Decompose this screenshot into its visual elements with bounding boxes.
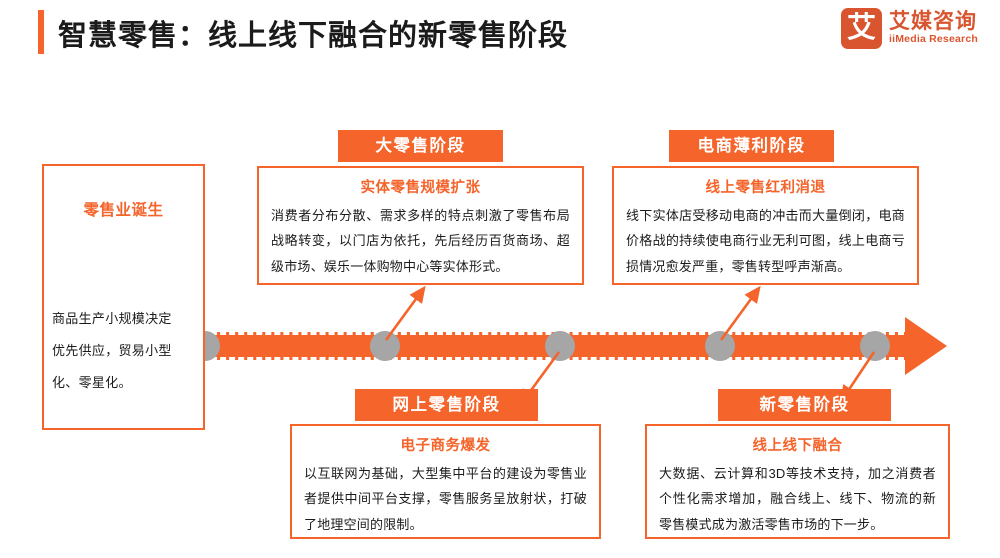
timeline-node-2: [370, 331, 400, 361]
stage-card-online-retail: 电子商务爆发 以互联网为基础，大型集中平台的建设为零售业者提供中间平台支撑，零售…: [290, 424, 601, 539]
logo-text: 艾媒咨询 iiMedia Research: [889, 9, 978, 47]
origin-body-line: 优先供应，贸易小型: [52, 342, 172, 358]
stage-subtitle-big-retail: 实体零售规模扩张: [360, 180, 481, 196]
connector-node4-to-thin-profit: [719, 285, 761, 341]
origin-body-line: 化、零星化。: [52, 374, 132, 390]
page-title: 智慧零售：线上线下融合的新零售阶段: [58, 20, 569, 52]
stage-subtitle-new-retail: 线上线下融合: [752, 438, 843, 454]
title-accent-bar: [38, 10, 44, 54]
origin-body-line: 商品生产小规模决定: [52, 311, 172, 326]
stage-header-big-retail[interactable]: 大零售阶段: [338, 130, 503, 162]
stage-text-online-retail: 以互联网为基础，大型集中平台的建设为零售业者提供中间平台支撑，零售服务呈放射状，…: [304, 466, 587, 532]
timeline-node-3: [545, 331, 575, 361]
stage-card-thin-profit: 线上零售红利消退 线下实体店受移动电商的冲击而大量倒闭，电商价格战的持续使电商行…: [612, 166, 919, 285]
timeline-node-4: [705, 331, 735, 361]
origin-card: [42, 164, 205, 430]
stage-header-online-retail[interactable]: 网上零售阶段: [355, 389, 538, 421]
stage-text-new-retail: 大数据、云计算和3D等技术支持，加之消费者个性化需求增加，融合线上、线下、物流的…: [659, 466, 936, 532]
timeline-arrow-head-icon: [905, 317, 947, 375]
stage-card-new-retail: 线上线下融合 大数据、云计算和3D等技术支持，加之消费者个性化需求增加，融合线上…: [645, 424, 950, 539]
logo-name-en: iiMedia Research: [889, 32, 978, 45]
origin-card-body: 商品生产小规模决定 优先供应，贸易小型 化、零星化。: [52, 303, 202, 399]
logo-mark-icon: 艾: [841, 8, 882, 49]
stage-header-thin-profit[interactable]: 电商薄利阶段: [669, 130, 834, 162]
stage-subtitle-online-retail: 电子商务爆发: [400, 438, 491, 454]
stage-card-big-retail: 实体零售规模扩张 消费者分布分散、需求多样的特点刺激了零售布局战略转变，以门店为…: [257, 166, 584, 285]
connector-node2-to-big-retail: [384, 285, 426, 341]
logo-name-cn: 艾媒咨询: [889, 9, 977, 33]
stage-subtitle-thin-profit: 线上零售红利消退: [705, 180, 826, 196]
brand-logo: 艾 艾媒咨询 iiMedia Research: [841, 8, 978, 49]
timeline-node-5: [860, 331, 890, 361]
stage-text-thin-profit: 线下实体店受移动电商的冲击而大量倒闭，电商价格战的持续使电商行业无利可图，线上电…: [626, 208, 905, 274]
stage-header-new-retail[interactable]: 新零售阶段: [718, 389, 891, 421]
origin-card-title: 零售业诞生: [83, 202, 164, 219]
stage-text-big-retail: 消费者分布分散、需求多样的特点刺激了零售布局战略转变，以门店为依托，先后经历百货…: [271, 208, 570, 274]
